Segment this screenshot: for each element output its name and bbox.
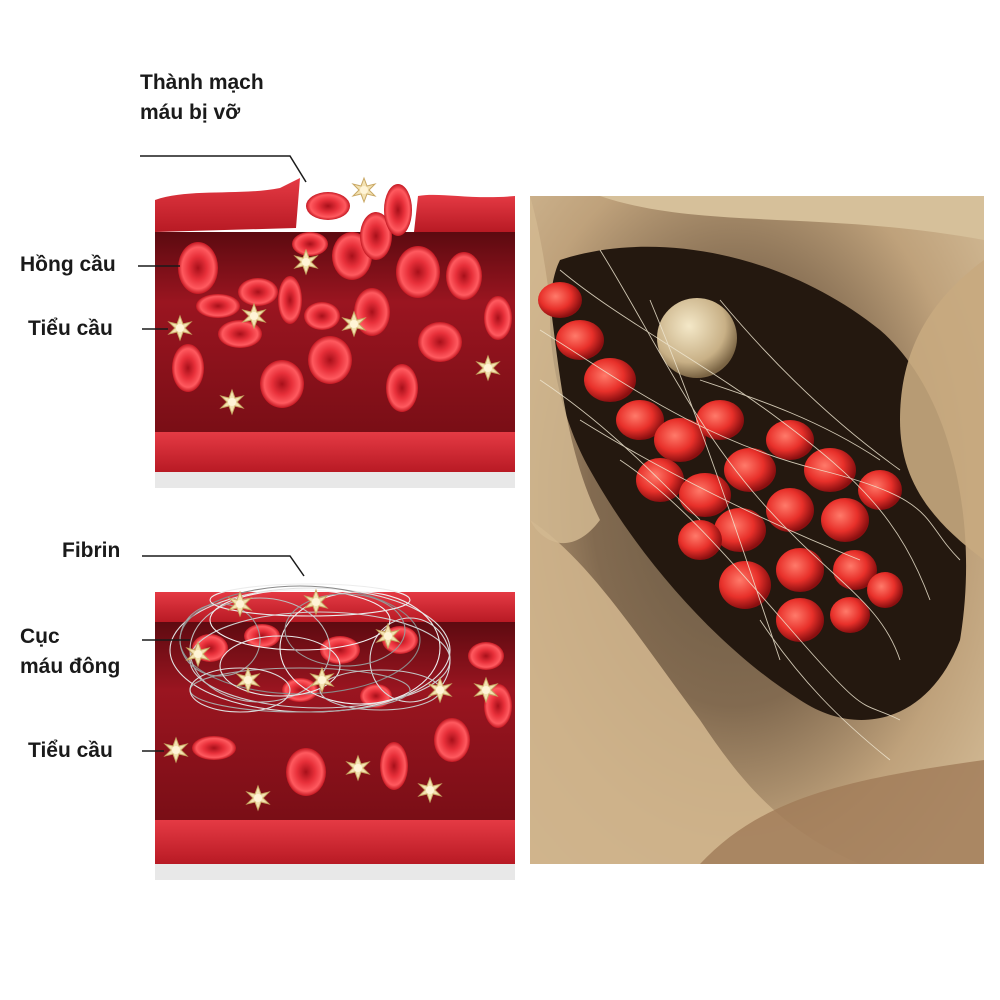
fibrin-label: Fibrin — [62, 539, 121, 562]
red-blood-cells-bottom — [192, 624, 512, 796]
micrograph-red-cell — [678, 520, 722, 560]
red-blood-cell — [218, 320, 262, 348]
red-blood-cell — [434, 718, 470, 762]
fibrin-strand — [699, 379, 881, 461]
micrograph-red-cell — [679, 473, 731, 517]
platelets-label-bottom: Tiểu cầu — [28, 739, 113, 762]
red-blood-cell — [396, 246, 440, 298]
fibrin-strand — [189, 667, 291, 713]
micrograph-red-cell — [776, 598, 824, 642]
micrograph-red-cell — [830, 597, 870, 633]
vessel-upper-wall-left — [155, 178, 300, 232]
fibrin-strand — [649, 299, 781, 661]
micrograph-red-cell — [766, 420, 814, 460]
fibrin-strand — [759, 619, 891, 761]
micrograph-red-cell — [867, 572, 903, 608]
clot-label: Cục máu đông — [20, 622, 120, 682]
platelet — [352, 177, 376, 203]
tissue-fold — [700, 760, 984, 864]
ruptured-vessel-label-line1: Thành mạch — [140, 71, 264, 94]
clot-label-line1: Cục — [20, 625, 60, 648]
micrograph-red-cell — [556, 320, 604, 360]
red-blood-cell — [172, 344, 204, 392]
red-blood-cells-top — [172, 184, 512, 412]
ruptured-vessel-label-line2: máu bị vỡ — [140, 101, 241, 124]
red-blood-cell — [380, 742, 408, 790]
red-blood-cell — [306, 192, 350, 220]
fibrin-leader-line — [142, 555, 305, 577]
red-blood-cell — [384, 184, 412, 236]
fibrin-strand — [209, 589, 391, 651]
red-blood-cell — [354, 288, 390, 336]
micrograph-red-cell — [776, 548, 824, 592]
fibrin-strand — [619, 459, 901, 721]
clot-label-line2: máu đông — [20, 655, 121, 678]
fibrin-strand — [279, 591, 441, 705]
vessel-upper-wall-bottom — [155, 592, 515, 622]
red-blood-cells-label: Hồng cầu — [20, 253, 116, 276]
red-blood-cell — [192, 736, 236, 760]
vessel-base-shadow-bottom — [155, 864, 515, 880]
micrograph-red-cell — [724, 448, 776, 492]
red-blood-cell — [320, 636, 360, 664]
platelets-label-top: Tiểu cầu — [28, 317, 113, 340]
micrograph-red-cell — [696, 400, 744, 440]
red-blood-cell — [468, 642, 504, 670]
red-blood-cell — [446, 252, 482, 300]
micrograph-red-cell — [719, 561, 771, 609]
micrograph-red-cell — [804, 448, 856, 492]
white-blood-cell — [657, 298, 737, 378]
micrograph-red-cell — [616, 400, 664, 440]
ruptured-vessel-label: Thành mạch máu bị vỡ — [140, 68, 264, 128]
vessel-lower-wall-bottom — [155, 820, 515, 864]
red-blood-cell — [238, 278, 278, 306]
micrograph-red-cell — [714, 508, 766, 552]
micrograph-red-cells — [538, 282, 903, 642]
fibrin-strand — [719, 299, 901, 471]
vessel-base-shadow-top — [155, 472, 515, 488]
clot-vessel-panel — [142, 555, 515, 880]
micrograph-red-cell — [654, 418, 706, 462]
fibrin-strand — [539, 379, 701, 521]
micrograph-red-cell — [538, 282, 582, 318]
fibrin-strand — [209, 583, 411, 617]
red-blood-cell — [278, 276, 302, 324]
red-blood-cell — [304, 302, 340, 330]
red-blood-cell — [484, 296, 512, 340]
clot-micrograph — [530, 196, 984, 864]
tissue-fold — [530, 520, 860, 864]
vessel-upper-wall-right — [414, 194, 515, 232]
ruptured-vessel-panel — [138, 155, 515, 488]
micrograph-red-cell — [833, 550, 877, 590]
fibrin-strand — [369, 617, 451, 703]
fibrin-strand — [559, 269, 931, 601]
red-blood-cell — [308, 336, 352, 384]
red-blood-cell — [286, 748, 326, 796]
vessel-lower-wall-top — [155, 432, 515, 472]
red-blood-cell — [244, 624, 280, 648]
micrograph-fibrin — [539, 249, 961, 761]
fibrin-strand — [539, 329, 961, 561]
ruptured-vessel-leader-line — [140, 155, 307, 183]
micrograph-red-cell — [766, 488, 814, 532]
tissue-fold — [600, 196, 984, 240]
micrograph-red-cell — [858, 470, 902, 510]
tissue-fold — [530, 196, 600, 544]
tissue-fold — [900, 260, 984, 560]
red-blood-cell — [418, 322, 462, 362]
fibrin-strand — [579, 419, 861, 561]
red-blood-cell — [360, 212, 392, 260]
red-blood-cell — [178, 242, 218, 294]
micrograph-red-cell — [821, 498, 869, 542]
fibrin-strand — [599, 249, 901, 661]
red-blood-cell — [196, 294, 240, 318]
fibrin-strand — [284, 593, 406, 667]
red-blood-cell — [292, 232, 328, 256]
micrograph-red-cell — [584, 358, 636, 402]
red-blood-cell — [260, 360, 304, 408]
red-blood-cell — [386, 364, 418, 412]
